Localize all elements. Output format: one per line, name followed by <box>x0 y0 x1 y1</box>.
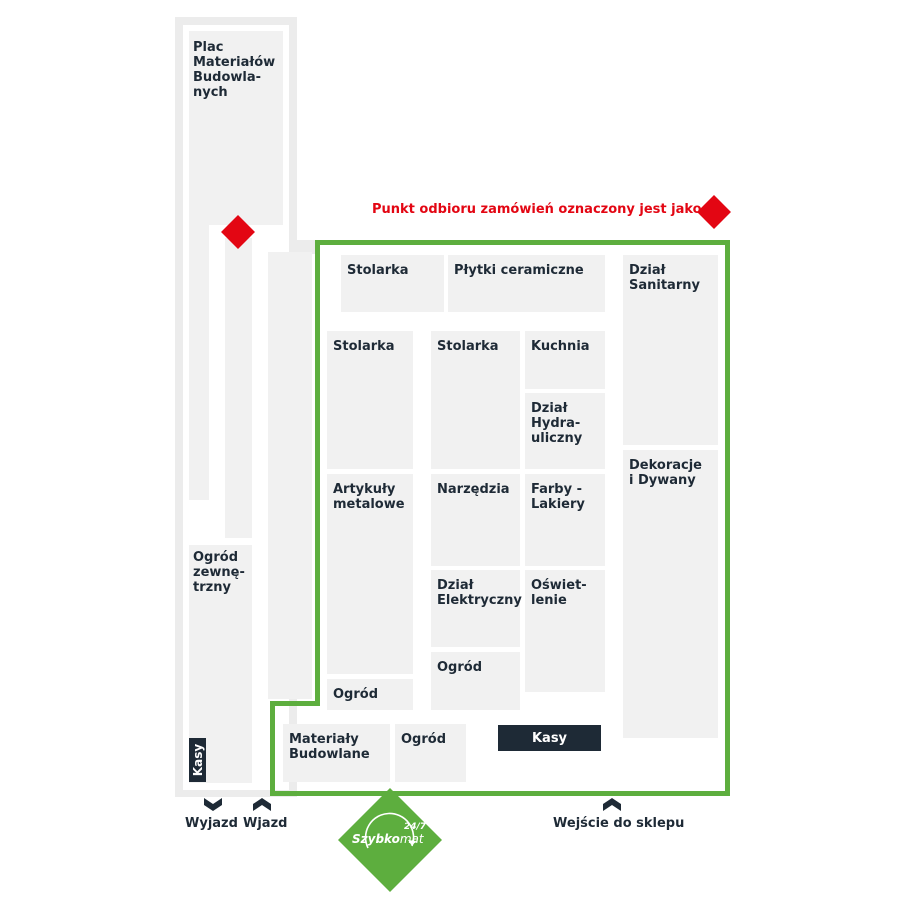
store-border-left-upper <box>315 240 320 706</box>
szybkomat-bold: Szybko <box>352 832 400 846</box>
szybkomat-hours: 24/7 <box>404 822 427 832</box>
legend-text: Punkt odbioru zamówień oznaczony jest ja… <box>372 202 702 217</box>
outdoor-kasy: Kasy <box>189 738 206 782</box>
dept-ogrod-bottom[interactable]: Ogród <box>395 724 466 782</box>
dept-ogrod-left[interactable]: Ogród <box>327 679 413 710</box>
dept-stolarka-mid[interactable]: Stolarka <box>431 331 520 469</box>
store-kasy[interactable]: Kasy <box>498 725 601 751</box>
wyjazd-label[interactable]: Wyjazd <box>185 816 238 831</box>
dept-ogrod-mid[interactable]: Ogród <box>431 652 520 710</box>
dept-oswietlenie[interactable]: Oświet-lenie <box>525 570 605 692</box>
dept-dekoracje-dywany[interactable]: Dekoracje i Dywany <box>623 450 718 738</box>
lane-middle <box>225 238 252 538</box>
plac-materialow-area <box>189 31 283 225</box>
dept-narzedzia[interactable]: Narzędzia <box>431 474 520 566</box>
outdoor-area-connector <box>290 240 320 254</box>
store-border-bottom <box>270 791 730 796</box>
lane-right <box>268 252 312 699</box>
dept-plytki-ceramiczne[interactable]: Płytki ceramiczne <box>448 255 605 312</box>
szybkomat-logo[interactable]: 24/7 Szybkomat <box>338 788 442 892</box>
dept-materialy-budowlane[interactable]: Materiały Budowlane <box>283 724 390 782</box>
szybkomat-light: mat <box>399 832 424 846</box>
store-border-step <box>270 701 320 706</box>
dept-elektryczny[interactable]: Dział Elektryczny <box>431 570 522 647</box>
wyjazd-arrow-icon <box>204 798 222 811</box>
dept-sanitarny[interactable]: Dział Sanitarny <box>623 255 718 445</box>
dept-artykuly-metalowe[interactable]: Artykuły metalowe <box>327 474 413 674</box>
wejscie-label[interactable]: Wejście do sklepu <box>553 816 685 831</box>
dept-stolarka-left[interactable]: Stolarka <box>327 331 413 469</box>
szybkomat-diamond-icon <box>338 788 442 892</box>
wjazd-label[interactable]: Wjazd <box>243 816 288 831</box>
store-border-right <box>725 240 730 796</box>
szybkomat-wordmark: Szybkomat <box>352 832 424 846</box>
store-border-left-lower <box>270 701 275 796</box>
store-border-top <box>315 240 730 245</box>
dept-hydrauliczny[interactable]: Dział Hydra-uliczny <box>525 393 605 469</box>
wejscie-arrow-icon <box>603 798 621 811</box>
ogrod-zewnetrzny-label: Ogród zewnę-trzny <box>193 550 245 595</box>
wjazd-arrow-icon <box>253 798 271 811</box>
lane-left <box>189 225 209 500</box>
dept-stolarka-top[interactable]: Stolarka <box>341 255 444 312</box>
legend-marker <box>697 195 731 229</box>
dept-kuchnia[interactable]: Kuchnia <box>525 331 605 389</box>
dept-farby-lakiery[interactable]: Farby -Lakiery <box>525 474 605 566</box>
plac-materialow-label: Plac Materiałów Budowla-nych <box>193 40 276 100</box>
